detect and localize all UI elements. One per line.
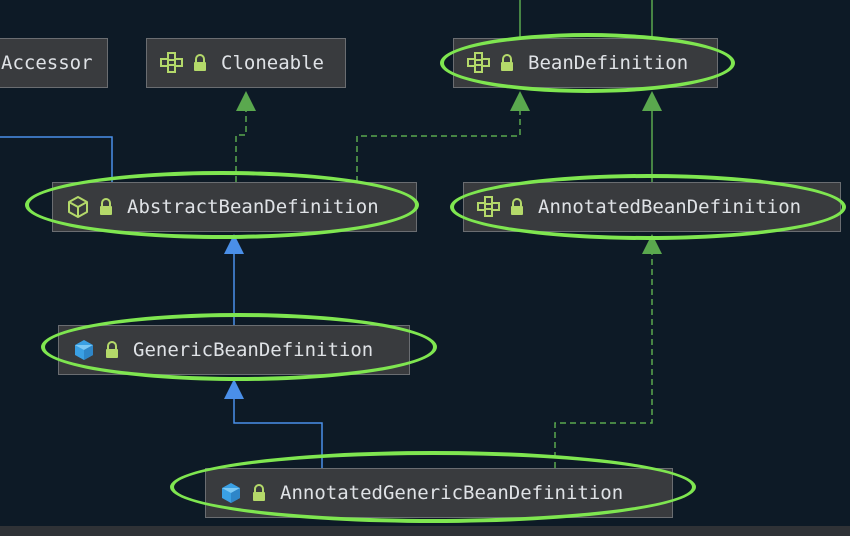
edge-annotated-generic-to-annotated: [554, 253, 653, 468]
arrowhead-annotated: [642, 234, 662, 254]
node-label: Cloneable: [221, 52, 324, 74]
highlight-bean-definition: [440, 33, 735, 93]
edge-accessor-to-abstract: [0, 136, 113, 182]
arrowhead-cloneable: [236, 91, 256, 111]
highlight-generic-bean-definition: [41, 313, 437, 381]
edge-abstract-to-cloneable: [235, 110, 247, 182]
lock-icon: [189, 50, 211, 76]
arrowhead-bean-definition-right: [642, 91, 662, 111]
edge-annotated-generic-to-generic: [233, 398, 323, 468]
highlight-annotated-bean-definition: [450, 174, 846, 240]
highlight-abstract-bean-definition: [25, 171, 419, 239]
node-cloneable[interactable]: Cloneable: [146, 38, 346, 88]
node-label: Accessor: [1, 52, 93, 74]
arrowhead-generic: [224, 379, 244, 399]
arrowhead-abstract: [224, 234, 244, 254]
bottom-scroll-strip: [0, 526, 850, 536]
interface-icon: [159, 50, 185, 76]
arrowhead-bean-definition-left: [510, 91, 530, 111]
highlight-annotated-generic-bean-definition: [170, 451, 696, 523]
edge-abstract-to-bean-definition: [356, 110, 521, 182]
node-accessor[interactable]: Accessor: [0, 38, 108, 88]
